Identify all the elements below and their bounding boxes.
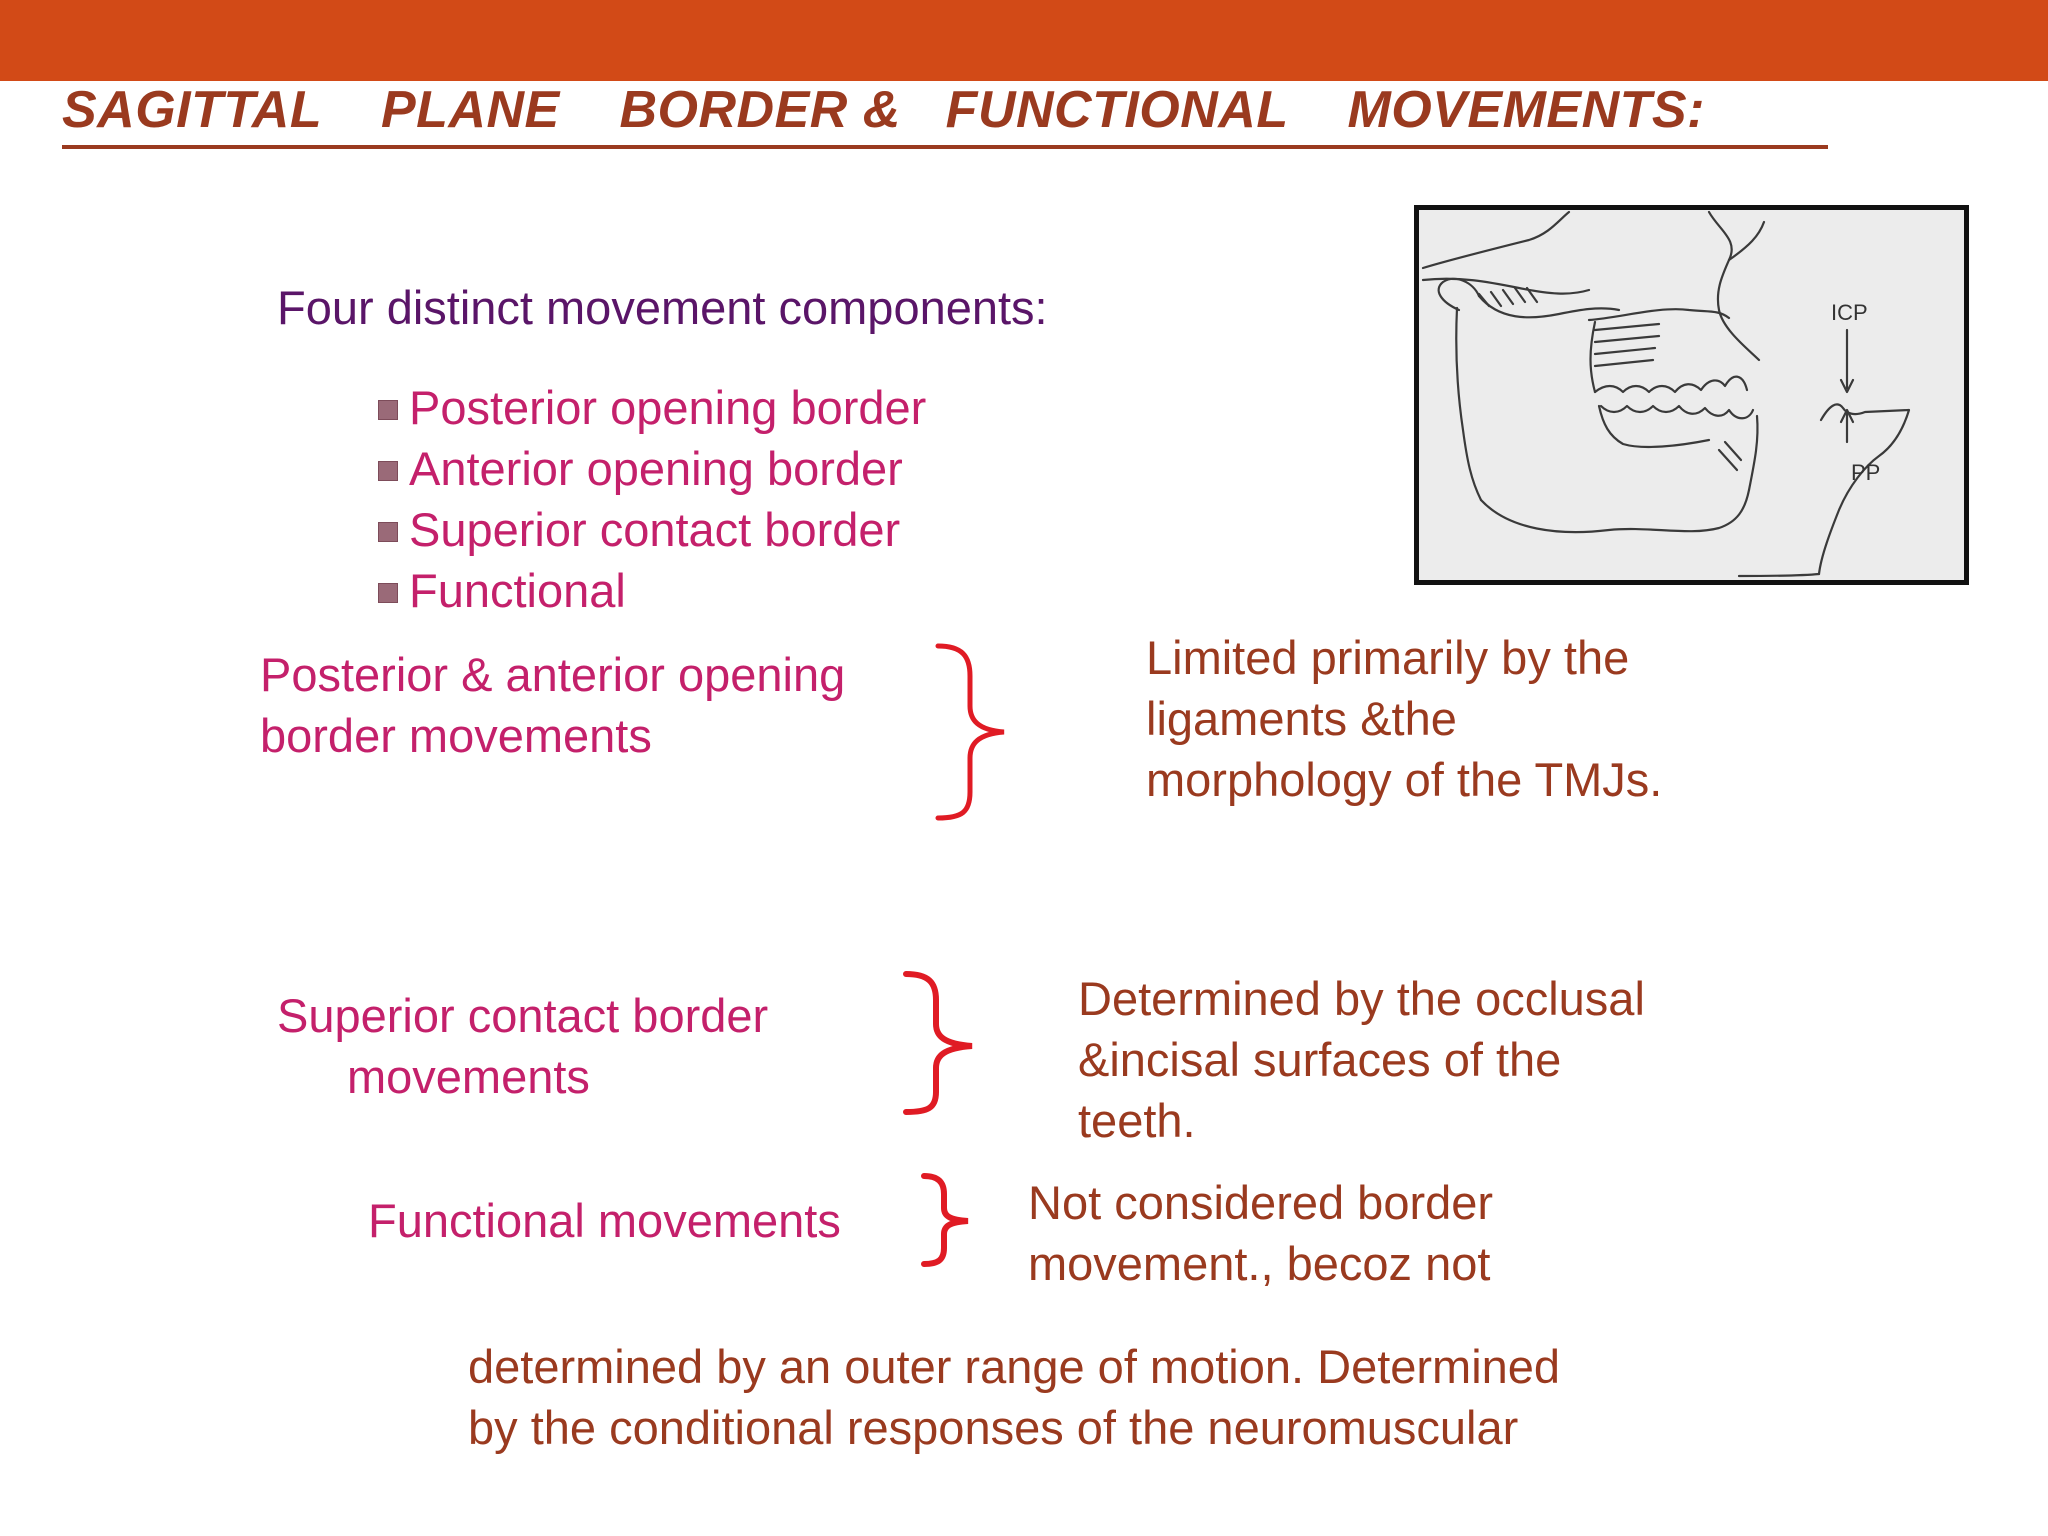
intro-text: Four distinct movement components: xyxy=(277,281,1048,334)
icp-label: ICP xyxy=(1831,300,1868,325)
mandible-diagram: ICP PP xyxy=(1414,205,1969,585)
right-brace-icon xyxy=(903,971,973,1115)
group-label-opening: Posterior & anterior opening border move… xyxy=(260,648,846,762)
group-description-opening: Limited primarily by the ligaments &the … xyxy=(1146,631,1663,806)
footer-text: determined by an outer range of motion. … xyxy=(468,1340,1561,1454)
bullet-square-icon xyxy=(378,522,398,542)
top-accent-bar xyxy=(0,0,2048,81)
title-underline xyxy=(62,145,1828,149)
group-description-superior: Determined by the occlusal &incisal surf… xyxy=(1078,972,1645,1147)
group-label-superior: Superior contact border movements xyxy=(277,989,769,1103)
bullet-square-icon xyxy=(378,400,398,420)
right-brace-icon xyxy=(935,643,1005,821)
pp-label: PP xyxy=(1851,460,1880,485)
component-list: Posterior opening border Anterior openin… xyxy=(375,380,926,624)
group-description-functional: Not considered border movement., becoz n… xyxy=(1028,1176,1494,1290)
slide-title: SAGITTAL PLANE BORDER & FUNCTIONAL MOVEM… xyxy=(62,81,1705,139)
bullet-square-icon xyxy=(378,461,398,481)
list-item: Anterior opening border xyxy=(375,441,926,502)
group-label-functional: Functional movements xyxy=(368,1194,841,1247)
list-item: Superior contact border xyxy=(375,502,926,563)
list-item: Posterior opening border xyxy=(375,380,926,441)
mandible-sketch-icon: ICP PP xyxy=(1421,210,1911,578)
right-brace-icon xyxy=(921,1173,969,1267)
list-item: Functional xyxy=(375,563,926,624)
bullet-square-icon xyxy=(378,583,398,603)
